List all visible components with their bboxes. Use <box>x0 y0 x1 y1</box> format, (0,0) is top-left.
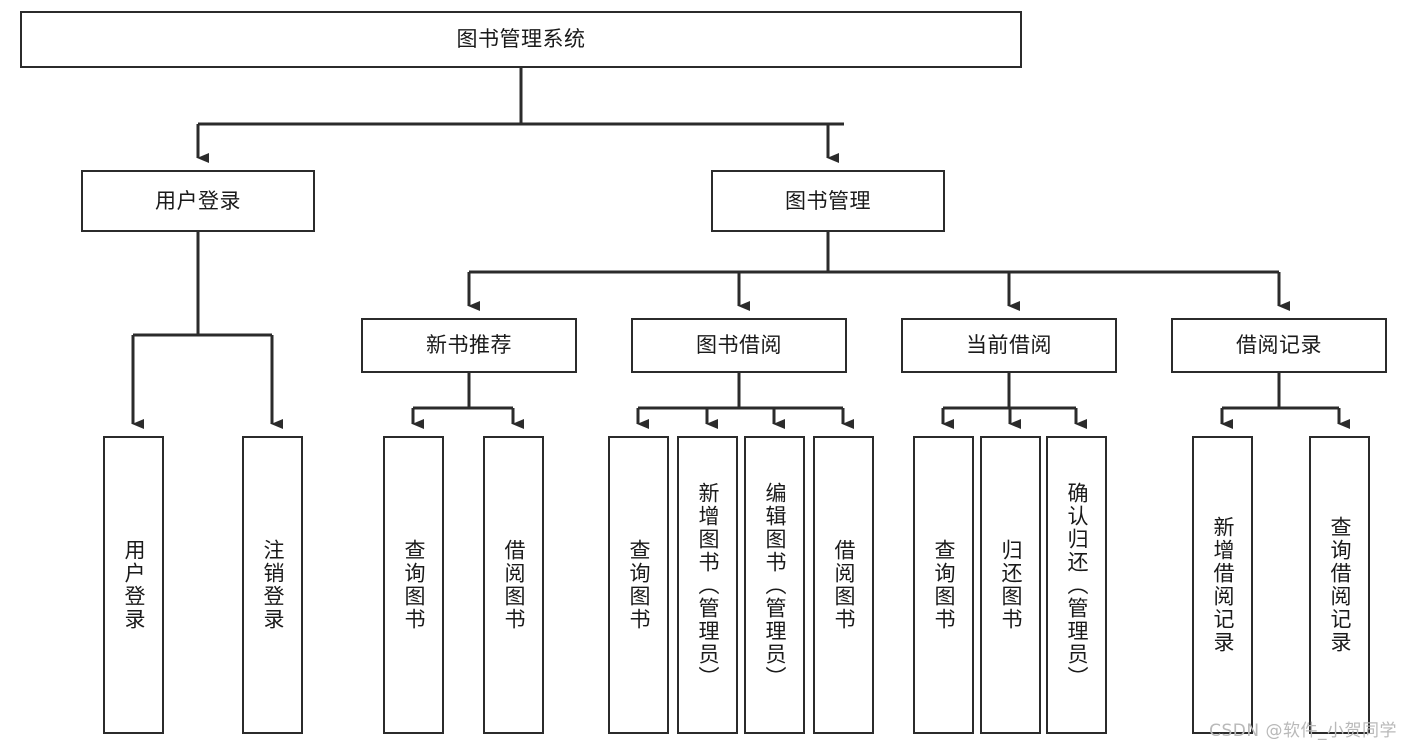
node-leaf-borrow-book-1[interactable]: 借阅图书 <box>483 436 544 734</box>
node-leaf-add-book-label: 新增图书（管理员） <box>696 481 721 689</box>
node-leaf-add-record-label: 新增借阅记录 <box>1211 516 1236 654</box>
node-leaf-confirm-return-label: 确认归还（管理员） <box>1065 481 1090 689</box>
node-leaf-user-logout[interactable]: 注销登录 <box>242 436 303 734</box>
node-leaf-borrow-book-2-label: 借阅图书 <box>832 539 857 631</box>
node-leaf-user-login[interactable]: 用户登录 <box>103 436 164 734</box>
node-leaf-query-record[interactable]: 查询借阅记录 <box>1309 436 1370 734</box>
node-book-management[interactable]: 图书管理 <box>711 170 945 232</box>
node-new-book-recommend[interactable]: 新书推荐 <box>361 318 577 373</box>
node-leaf-user-logout-label: 注销登录 <box>261 539 286 631</box>
node-root-label: 图书管理系统 <box>456 27 586 52</box>
node-borrow-record[interactable]: 借阅记录 <box>1171 318 1387 373</box>
node-leaf-edit-book-label: 编辑图书（管理员） <box>763 481 788 689</box>
node-leaf-add-record[interactable]: 新增借阅记录 <box>1192 436 1253 734</box>
node-current-borrow[interactable]: 当前借阅 <box>901 318 1117 373</box>
node-leaf-return-book-label: 归还图书 <box>999 539 1024 631</box>
node-borrow-record-label: 借阅记录 <box>1236 333 1322 358</box>
node-leaf-query-book-2[interactable]: 查询图书 <box>608 436 669 734</box>
node-leaf-edit-book[interactable]: 编辑图书（管理员） <box>744 436 805 734</box>
node-leaf-user-login-label: 用户登录 <box>122 539 147 631</box>
node-new-book-recommend-label: 新书推荐 <box>426 333 512 358</box>
node-root[interactable]: 图书管理系统 <box>20 11 1022 68</box>
node-book-borrow-label: 图书借阅 <box>696 333 782 358</box>
node-leaf-query-record-label: 查询借阅记录 <box>1328 516 1353 654</box>
node-leaf-add-book[interactable]: 新增图书（管理员） <box>677 436 738 734</box>
node-book-management-label: 图书管理 <box>785 188 871 213</box>
node-user-login-label: 用户登录 <box>155 188 241 213</box>
node-leaf-borrow-book-2[interactable]: 借阅图书 <box>813 436 874 734</box>
node-leaf-query-book-1-label: 查询图书 <box>402 539 427 631</box>
watermark: CSDN @软件_小贺同学 <box>1209 721 1397 741</box>
node-leaf-query-book-3[interactable]: 查询图书 <box>913 436 974 734</box>
node-current-borrow-label: 当前借阅 <box>966 333 1052 358</box>
node-leaf-query-book-1[interactable]: 查询图书 <box>383 436 444 734</box>
node-user-login[interactable]: 用户登录 <box>81 170 315 232</box>
node-leaf-query-book-2-label: 查询图书 <box>627 539 652 631</box>
node-leaf-borrow-book-1-label: 借阅图书 <box>502 539 527 631</box>
node-book-borrow[interactable]: 图书借阅 <box>631 318 847 373</box>
node-leaf-confirm-return[interactable]: 确认归还（管理员） <box>1046 436 1107 734</box>
node-leaf-query-book-3-label: 查询图书 <box>932 539 957 631</box>
node-leaf-return-book[interactable]: 归还图书 <box>980 436 1041 734</box>
